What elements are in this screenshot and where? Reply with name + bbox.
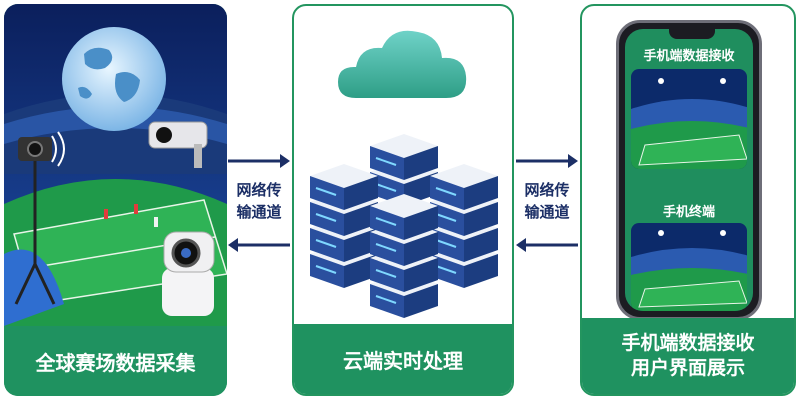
cloud-processing-caption: 云端实时处理 xyxy=(294,324,512,394)
mobile-display-panel: 手机端数据接收 手机终端 xyxy=(580,4,796,396)
arrow-left-icon xyxy=(516,238,578,252)
data-collection-caption: 全球赛场数据采集 xyxy=(4,326,227,396)
server-stack-icon xyxy=(310,134,498,318)
data-collection-panel: 全球赛场数据采集 xyxy=(4,4,227,396)
network-link-right: 网络传 输通道 xyxy=(514,150,580,260)
link-label-line2: 输通道 xyxy=(524,203,570,221)
server-unit xyxy=(370,194,438,240)
screen-title-receive: 手机端数据接收 xyxy=(643,49,735,64)
link-label-line1: 网络传 xyxy=(524,181,570,199)
arrow-right-icon xyxy=(228,154,290,168)
server-unit xyxy=(310,164,378,210)
mobile-display-caption: 手机端数据接收 用户界面展示 xyxy=(582,318,794,394)
caption-line1: 手机端数据接收 xyxy=(621,332,755,354)
server-unit xyxy=(430,164,498,210)
smartphone-icon: 手机端数据接收 手机终端 xyxy=(616,20,762,320)
network-link-left: 网络传 输通道 xyxy=(226,150,292,260)
ptz-camera-icon xyxy=(162,231,215,316)
globe-icon xyxy=(62,27,166,131)
arrow-left-icon xyxy=(228,238,290,252)
stadium-thumbnail xyxy=(631,223,747,311)
server-unit xyxy=(370,134,438,180)
phone-screen: 手机端数据接收 手机终端 xyxy=(625,29,753,311)
link-label-line1: 网络传 xyxy=(236,181,282,199)
stadium-thumbnail xyxy=(631,69,747,169)
cloud-server-illustration xyxy=(310,30,498,318)
tripod-camera-icon xyxy=(14,131,65,305)
link-label-line2: 输通道 xyxy=(236,203,282,221)
cloud-icon xyxy=(338,30,467,98)
caption-line2: 用户界面展示 xyxy=(630,357,745,379)
arrow-right-icon xyxy=(516,154,578,168)
cloud-processing-panel: 云端实时处理 xyxy=(292,4,514,396)
screen-title-terminal: 手机终端 xyxy=(662,205,715,220)
phone-notch xyxy=(669,29,715,39)
stadium-scene-illustration xyxy=(4,4,227,326)
security-camera-icon xyxy=(148,121,208,168)
